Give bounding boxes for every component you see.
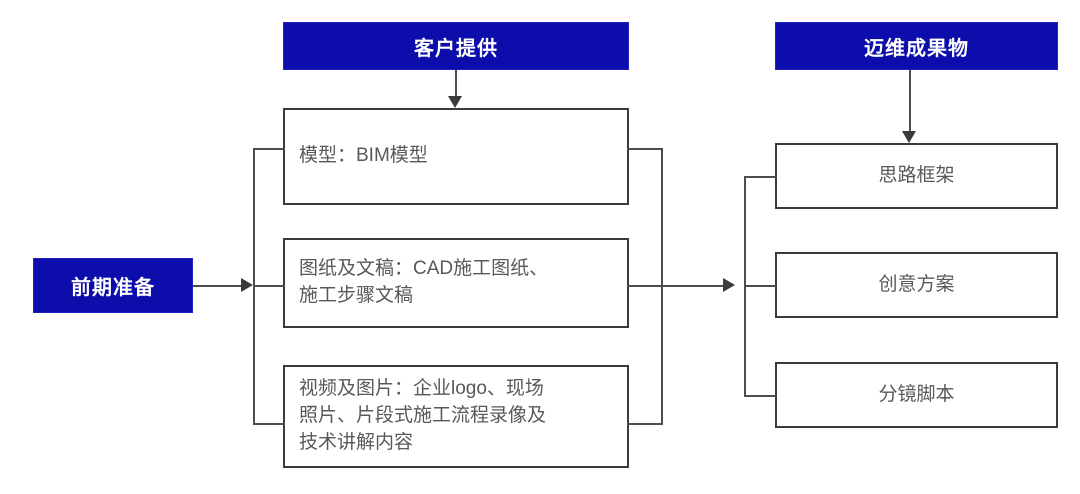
connector-client-to-model-line <box>455 70 457 96</box>
deliverable-box-creative-label: 创意方案 <box>878 273 955 295</box>
connector-inputs-to-deliverables-arrowhead <box>723 278 735 292</box>
client-input-box-media[interactable]: 视频及图片：企业logo、现场 照片、片段式施工流程录像及 技术讲解内容 <box>283 365 629 468</box>
deliverable-box-creative[interactable]: 创意方案 <box>775 252 1058 318</box>
bracket-deliverables-branch-storyboard <box>744 395 777 397</box>
deliverable-box-framework-label: 思路框架 <box>878 164 955 186</box>
client-input-box-model-label: 模型：BIM模型 <box>299 145 428 167</box>
stage-box-client-provides[interactable]: 客户提供 <box>283 22 629 70</box>
bracket-inputs-branch-media <box>253 423 285 425</box>
connector-client-to-model-arrowhead <box>448 96 462 108</box>
client-input-box-drawings[interactable]: 图纸及文稿：CAD施工图纸、 施工步骤文稿 <box>283 238 629 328</box>
deliverable-box-storyboard-label: 分镜脚本 <box>878 383 955 405</box>
stage-box-prep-label: 前期准备 <box>71 277 155 299</box>
client-input-box-model[interactable]: 模型：BIM模型 <box>283 108 629 205</box>
stage-box-maiwei-deliverables-label: 迈维成果物 <box>864 37 969 60</box>
connector-prep-to-inputs-line <box>193 285 241 287</box>
client-input-box-media-label: 视频及图片：企业logo、现场 照片、片段式施工流程录像及 技术讲解内容 <box>299 378 547 453</box>
deliverable-box-storyboard[interactable]: 分镜脚本 <box>775 362 1058 428</box>
connector-prep-to-inputs-arrowhead <box>241 278 253 292</box>
bracket-outputs-branch-media <box>627 423 663 425</box>
bracket-outputs-branch-model <box>627 148 663 150</box>
bracket-inputs-branch-model <box>253 148 285 150</box>
stage-box-client-provides-label: 客户提供 <box>414 37 498 60</box>
deliverable-box-framework[interactable]: 思路框架 <box>775 143 1058 209</box>
connector-inputs-to-deliverables-line <box>661 285 723 287</box>
bracket-inputs-branch-drawings <box>253 285 285 287</box>
bracket-deliverables-branch-framework <box>744 176 777 178</box>
client-input-box-drawings-label: 图纸及文稿：CAD施工图纸、 施工步骤文稿 <box>299 258 549 306</box>
bracket-deliverables-branch-creative <box>744 285 777 287</box>
connector-maiwei-to-framework-line <box>909 70 911 131</box>
stage-box-prep[interactable]: 前期准备 <box>33 258 193 313</box>
stage-box-maiwei-deliverables[interactable]: 迈维成果物 <box>775 22 1058 70</box>
bracket-outputs-branch-drawings <box>627 285 663 287</box>
connector-maiwei-to-framework-arrowhead <box>902 131 916 143</box>
